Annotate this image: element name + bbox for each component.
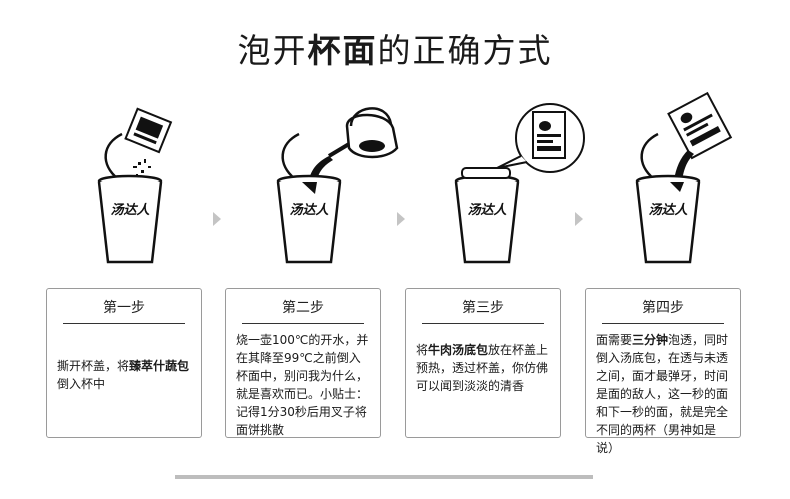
divider (422, 323, 544, 324)
kettle-icon (327, 107, 399, 159)
vegetable-packet-icon (124, 107, 173, 154)
arrow-icon (213, 212, 221, 226)
step-text-bold: 牛肉汤底包 (428, 343, 489, 357)
step-card-2: 第二步 烧一壶100℃的开水，并在其降至99℃之前倒入杯面中，别问我为什么，就是… (225, 288, 381, 438)
step-text-plain: 放在杯盖上预热，透过杯盖，你仿佛可以闻到淡淡的清香 (416, 343, 549, 393)
page-title: 泡开杯面的正确方式 (0, 24, 790, 72)
step3-illustration: 汤达人 (454, 103, 585, 264)
falling-bits-icon (133, 159, 151, 177)
step-text-bold: 臻萃什蔬包 (129, 359, 190, 373)
cup-brand-text: 汤达人 (467, 202, 507, 218)
step-text-plain: 烧一壶100℃的开水，并在其降至99℃之前倒入杯面中，别问我为什么，就是喜欢而已… (236, 333, 369, 437)
divider (63, 323, 185, 324)
step-text-bold: 三分钟 (632, 333, 669, 347)
step-text-plain: 将 (416, 343, 429, 357)
step-card-4: 第四步 面需要三分钟泡透，同时倒入汤底包，在透与未透之间，面才最弹牙，时间是面的… (585, 288, 741, 455)
water-stream-icon (309, 156, 333, 180)
title-bold: 杯面 (307, 31, 378, 70)
step-heading: 第三步 (462, 300, 504, 316)
step-text-plain: 撕开杯盖，将 (57, 359, 130, 373)
step-text-plain: 面需要 (596, 333, 633, 347)
arrow-icon (575, 212, 583, 226)
step-heading: 第四步 (642, 300, 684, 316)
step-heading: 第一步 (103, 300, 145, 316)
step2-illustration: 汤达人 (276, 107, 399, 264)
step-card-1: 第一步 撕开杯盖，将臻萃什蔬包倒入杯中 (46, 288, 202, 438)
soup-packet-icon (667, 91, 733, 160)
step-heading: 第二步 (282, 300, 324, 316)
step4-illustration: 汤达人 (635, 91, 733, 264)
step-text-plain: 倒入杯中 (57, 377, 106, 391)
step1-illustration: 汤达人 (97, 107, 173, 264)
step-text: 撕开杯盖，将臻萃什蔬包倒入杯中 (57, 357, 193, 393)
packet-bubble-icon (496, 103, 585, 173)
title-part-2: 的正确方式 (377, 31, 553, 70)
cup-brand-text: 汤达人 (289, 202, 329, 218)
divider (242, 323, 364, 324)
cup-brand-text: 汤达人 (648, 202, 688, 218)
title-part-1: 泡开 (237, 31, 308, 70)
step-text: 烧一壶100℃的开水，并在其降至99℃之前倒入杯面中，别问我为什么，就是喜欢而已… (236, 331, 372, 439)
sauce-stream-icon (674, 150, 694, 180)
divider (602, 323, 724, 324)
arrow-icon (397, 212, 405, 226)
step-text: 面需要三分钟泡透，同时倒入汤底包，在透与未透之间，面才最弹牙，时间是面的敌人，这… (596, 331, 732, 457)
step-text-plain: 泡透，同时倒入汤底包，在透与未透之间，面才最弹牙，时间是面的敌人，这一秒的面和下… (596, 333, 729, 455)
step-card-3: 第三步 将牛肉汤底包放在杯盖上预热，透过杯盖，你仿佛可以闻到淡淡的清香 (405, 288, 561, 438)
bottom-bar (175, 475, 593, 479)
step-text: 将牛肉汤底包放在杯盖上预热，透过杯盖，你仿佛可以闻到淡淡的清香 (416, 341, 552, 395)
cup-brand-text: 汤达人 (110, 202, 150, 218)
